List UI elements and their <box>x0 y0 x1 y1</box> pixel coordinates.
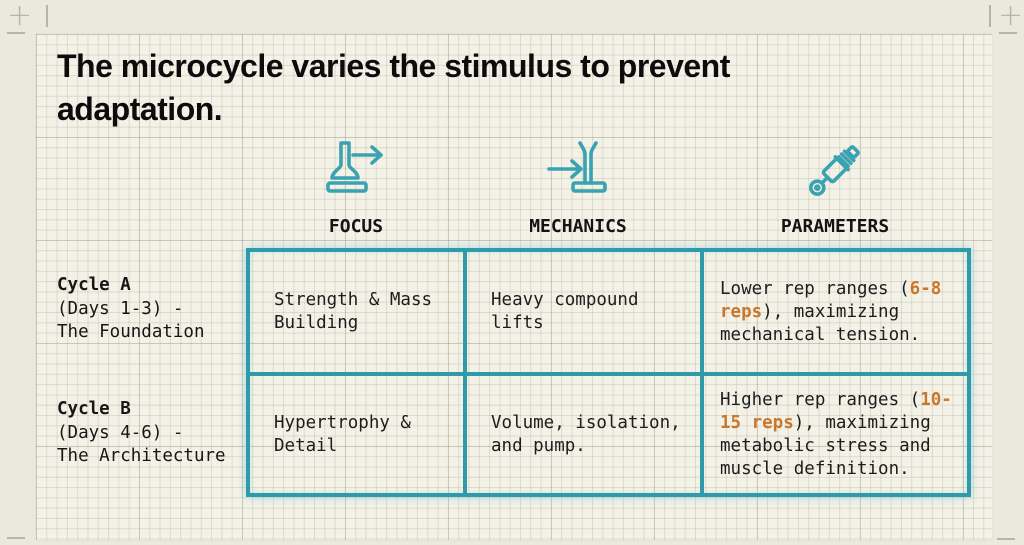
tick-mark <box>989 5 991 27</box>
cycle-days: (Days 4-6) - <box>57 422 184 443</box>
cell-text: Lower rep ranges (6-8 reps), maximizing … <box>720 278 955 347</box>
column-label: PARAMETERS <box>780 216 890 237</box>
cycle-name: Cycle B <box>57 399 131 419</box>
shock-absorber-icon <box>725 138 945 200</box>
cycle-matrix-table: Strength & Mass Building Heavy compound … <box>246 248 971 497</box>
cell-parameters-b: Higher rep ranges (10-15 reps), maximizi… <box>704 376 967 493</box>
cell-focus-b: Hypertrophy & Detail <box>250 376 467 493</box>
row-label-cycle-b: Cycle B (Days 4-6) - The Architecture <box>57 398 257 469</box>
arrow-valve-icon <box>468 138 688 200</box>
slide-title: The microcycle varies the stimulus to pr… <box>57 48 730 127</box>
cycle-subtitle: The Architecture <box>57 446 226 466</box>
tick-mark <box>46 5 48 27</box>
param-text: Higher rep ranges ( <box>720 389 921 410</box>
cycle-subtitle: The Foundation <box>57 322 205 342</box>
cell-text: Hypertrophy & Detail <box>274 412 411 456</box>
column-header-mechanics: MECHANICS <box>468 138 688 237</box>
cell-parameters-a: Lower rep ranges (6-8 reps), maximizing … <box>704 252 967 376</box>
column-label: MECHANICS <box>529 216 627 237</box>
cell-mechanics-a: Heavy compound lifts <box>467 252 704 376</box>
param-text: Lower rep ranges ( <box>720 278 910 299</box>
tick-mark <box>999 32 1017 34</box>
column-header-parameters: PARAMETERS <box>725 138 945 237</box>
tick-mark <box>7 537 25 539</box>
tick-mark <box>997 538 1015 540</box>
cell-mechanics-b: Volume, isolation, and pump. <box>467 376 704 493</box>
cell-text: Higher rep ranges (10-15 reps), maximizi… <box>720 389 955 481</box>
cell-text: Strength & Mass Building <box>274 290 433 333</box>
param-text: ), maximizing metabolic stress and muscl… <box>720 412 931 479</box>
param-text: ), maximizing mechanical tension. <box>720 301 921 345</box>
param-highlight: 6-8 reps <box>720 278 942 322</box>
crosshair-mark-top-right: + <box>998 0 1024 33</box>
column-header-focus: FOCUS <box>246 138 466 237</box>
cycle-days: (Days 1-3) - <box>57 298 184 319</box>
crosshair-mark-top-left: + <box>7 0 33 33</box>
table-row: Hypertrophy & Detail Volume, isolation, … <box>250 376 967 493</box>
row-label-cycle-a: Cycle A (Days 1-3) - The Foundation <box>57 274 257 345</box>
cell-text: Heavy compound lifts <box>491 290 639 333</box>
cell-text: Volume, isolation, and pump. <box>491 412 681 456</box>
tick-mark <box>7 32 25 34</box>
cell-focus-a: Strength & Mass Building <box>250 252 467 376</box>
column-label: FOCUS <box>328 216 384 237</box>
param-highlight: 10-15 reps <box>720 389 952 433</box>
slide: The microcycle varies the stimulus to pr… <box>36 34 992 540</box>
valve-arrow-icon <box>246 138 466 200</box>
cycle-name: Cycle A <box>57 275 131 295</box>
table-row: Strength & Mass Building Heavy compound … <box>250 252 967 376</box>
